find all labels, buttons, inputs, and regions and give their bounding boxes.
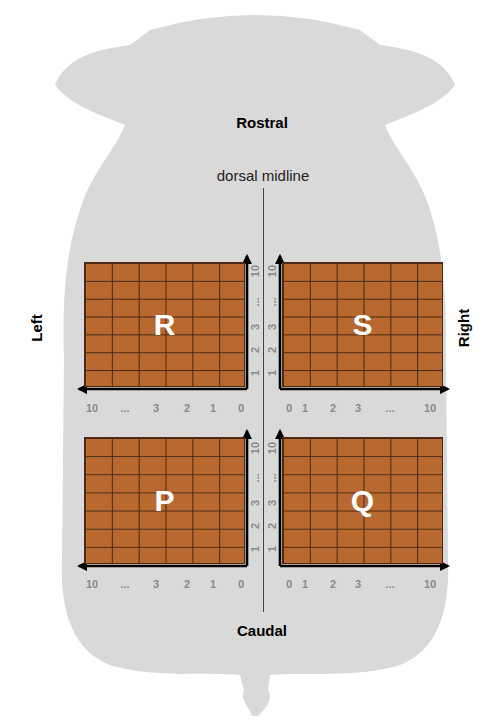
axis-number: 10 [424,579,436,590]
axis [280,388,448,391]
axis [79,565,247,568]
axis-number: 1 [210,579,216,590]
side-label: Right [456,309,471,347]
axis-number: 10 [86,579,98,590]
region-letter: P [154,486,174,516]
grid-region: R [84,262,245,387]
axis-number: 1 [250,546,261,552]
dorsal-midline [263,188,264,612]
axis-number: 10 [86,403,98,414]
axis-number: ... [120,403,129,414]
axis-number: 1 [267,546,278,552]
axis-number: 3 [267,500,278,506]
axis [280,565,448,568]
axis-number: 2 [184,403,190,414]
axis-number: 2 [330,403,336,414]
axis-number: 2 [267,523,278,529]
axes [79,256,448,566]
axis [246,431,249,566]
midline-label: dorsal midline [217,168,310,183]
axis-number: 3 [153,579,159,590]
region-letter: Q [351,486,374,516]
axis-number: 2 [250,347,261,353]
axis-number: 0 [286,403,292,414]
axis-number: 10 [267,265,278,277]
axis-number: 1 [210,403,216,414]
axis [79,388,247,391]
grid-region: S [282,262,443,387]
axis-number: 2 [250,523,261,529]
grid-region: Q [282,437,443,564]
axis-number: ... [385,403,394,414]
axis-number: 0 [238,403,244,414]
axis-number: 1 [302,403,308,414]
axis-number: 2 [267,347,278,353]
direction-label: Caudal [237,623,287,638]
axis-number: 2 [184,579,190,590]
axis-number: 3 [153,403,159,414]
axis [279,256,282,389]
axis-number: 10 [267,442,278,454]
region-letter: S [352,310,372,340]
axis [279,431,282,566]
axis-number: ... [250,473,261,482]
axis-number: 3 [355,579,361,590]
axis-number: ... [267,473,278,482]
axis-number: 1 [250,370,261,376]
axis-number: ... [250,297,261,306]
axis-number: 2 [330,579,336,590]
axis-number: ... [385,579,394,590]
axis-number: 10 [250,442,261,454]
direction-label: Rostral [236,115,288,130]
axis-number: 3 [250,500,261,506]
region-letter: R [154,310,176,340]
axis-number: 3 [267,324,278,330]
axis-number: 10 [424,403,436,414]
side-label: Left [29,314,44,342]
axis [246,256,249,389]
axis-number: 3 [250,324,261,330]
axis-number: 0 [286,579,292,590]
axis-number: 1 [302,579,308,590]
grid-region: P [84,437,245,564]
axis-number: 0 [238,579,244,590]
axis-number: 1 [267,370,278,376]
axis-number: ... [120,579,129,590]
axis-number: 10 [250,265,261,277]
pig-silhouette [55,15,455,716]
axis-number: ... [267,297,278,306]
axis-number: 3 [355,403,361,414]
